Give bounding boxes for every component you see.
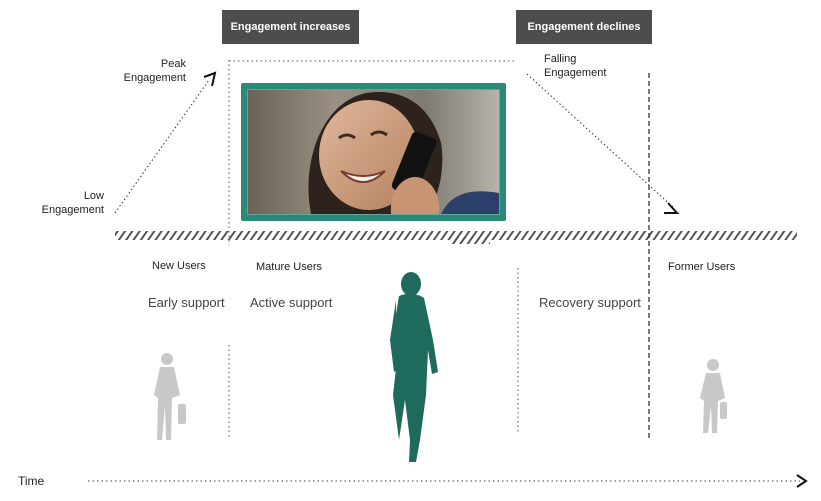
time-arrow-icon bbox=[796, 474, 808, 488]
new-users-label: New Users bbox=[152, 260, 206, 272]
mature-users-label: Mature Users bbox=[256, 261, 323, 273]
recovery-support-label: Recovery support bbox=[539, 295, 641, 310]
former-user-silhouette-icon bbox=[700, 359, 727, 433]
rising-engagement-line bbox=[114, 79, 210, 214]
falling-engagement-line bbox=[526, 73, 675, 209]
featured-user-silhouette-icon bbox=[390, 272, 438, 462]
engagement-increases-tag: Engagement increases bbox=[222, 10, 359, 44]
low-engagement-label: Low Engagement bbox=[41, 190, 104, 216]
time-axis-label: Time bbox=[18, 474, 45, 488]
ground-band bbox=[115, 231, 797, 240]
early-support-label: Early support bbox=[148, 295, 225, 310]
active-support-label: Active support bbox=[250, 295, 333, 310]
ground-band-notch bbox=[450, 238, 490, 244]
featured-photo bbox=[241, 83, 506, 221]
falling-arrow-icon bbox=[664, 202, 680, 214]
peak-engagement-label: Peak Engagement bbox=[123, 58, 186, 84]
engagement-declines-tag: Engagement declines bbox=[516, 10, 652, 44]
rising-arrow-icon bbox=[203, 71, 217, 87]
falling-engagement-label: Falling Engagement bbox=[544, 53, 607, 79]
former-users-label: Former Users bbox=[668, 261, 736, 273]
new-user-silhouette-icon bbox=[154, 353, 186, 440]
